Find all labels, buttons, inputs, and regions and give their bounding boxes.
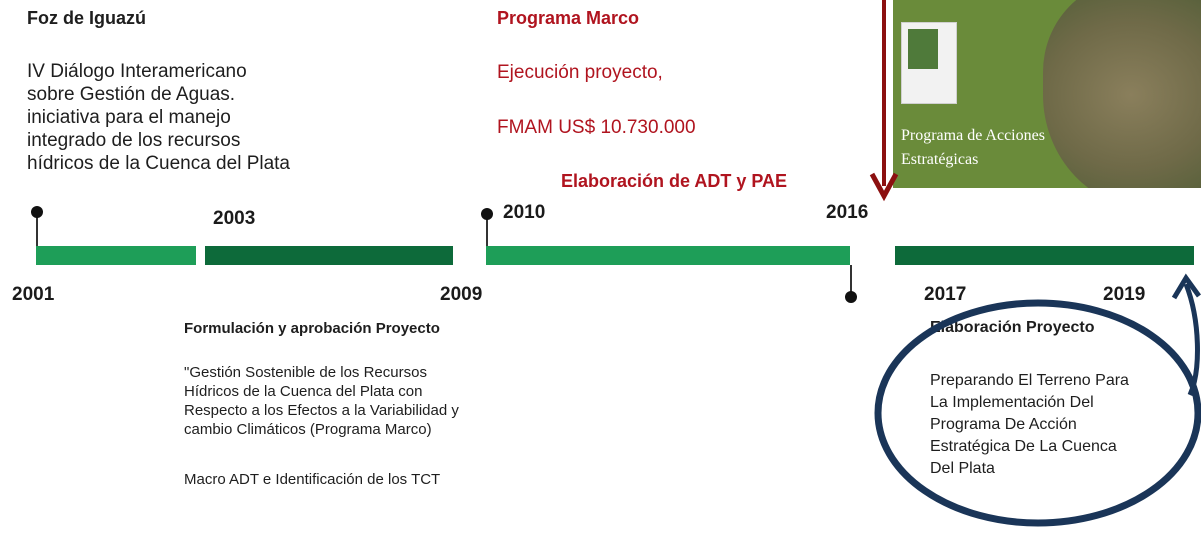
navy-up-arrow	[1171, 273, 1201, 397]
map-caption: Programa de Acciones Estratégicas	[901, 127, 1045, 168]
formulacion-text: "Gestión Sostenible de los Recursos Hídr…	[184, 364, 459, 438]
year-label-2016: 2016	[826, 202, 869, 223]
year-label-2010: 2010	[503, 202, 546, 223]
proyecto-text: Preparando El Terreno Para La Implementa…	[930, 372, 1129, 477]
proyecto-title: Elaboración Proyecto	[930, 319, 1095, 336]
formulacion-title: Formulación y aprobación Proyecto	[184, 320, 440, 337]
timeline-bar-2001	[36, 246, 196, 265]
timeline-bar-2010	[486, 246, 850, 265]
marker-dot-2001	[31, 206, 43, 218]
timeline-bar-2017	[895, 246, 1194, 265]
timeline-bar-2003	[205, 246, 453, 265]
document-thumbnail	[901, 22, 957, 104]
programa-line1: Ejecución proyecto,	[497, 62, 663, 83]
year-label-2003: 2003	[213, 208, 256, 229]
year-label-2009: 2009	[440, 284, 483, 305]
marker-dot-2010	[481, 208, 493, 220]
programa-title: Programa Marco	[497, 8, 640, 28]
programa-line2: FMAM US$ 10.730.000	[497, 117, 696, 138]
marker-line-2010	[486, 214, 488, 246]
year-label-2017: 2017	[924, 284, 967, 305]
map-image-card: Programa de Acciones Estratégicas	[893, 0, 1201, 188]
marker-line-2001	[36, 212, 38, 246]
marker-line-2016	[850, 265, 852, 295]
year-label-2001: 2001	[12, 284, 55, 305]
adt-title: Elaboración de ADT y PAE	[561, 171, 788, 191]
year-label-2019: 2019	[1103, 284, 1146, 305]
foz-text: IV Diálogo Interamericano sobre Gestión …	[27, 61, 290, 174]
foz-title: Foz de Iguazú	[27, 8, 146, 28]
formulacion-line2: Macro ADT e Identificación de los TCT	[184, 471, 441, 488]
highlight-ellipse	[874, 299, 1201, 527]
marker-dot-2016	[845, 291, 857, 303]
document-thumbnail-map	[908, 29, 938, 69]
satellite-map-image	[1043, 0, 1201, 188]
red-down-arrow	[869, 0, 899, 202]
